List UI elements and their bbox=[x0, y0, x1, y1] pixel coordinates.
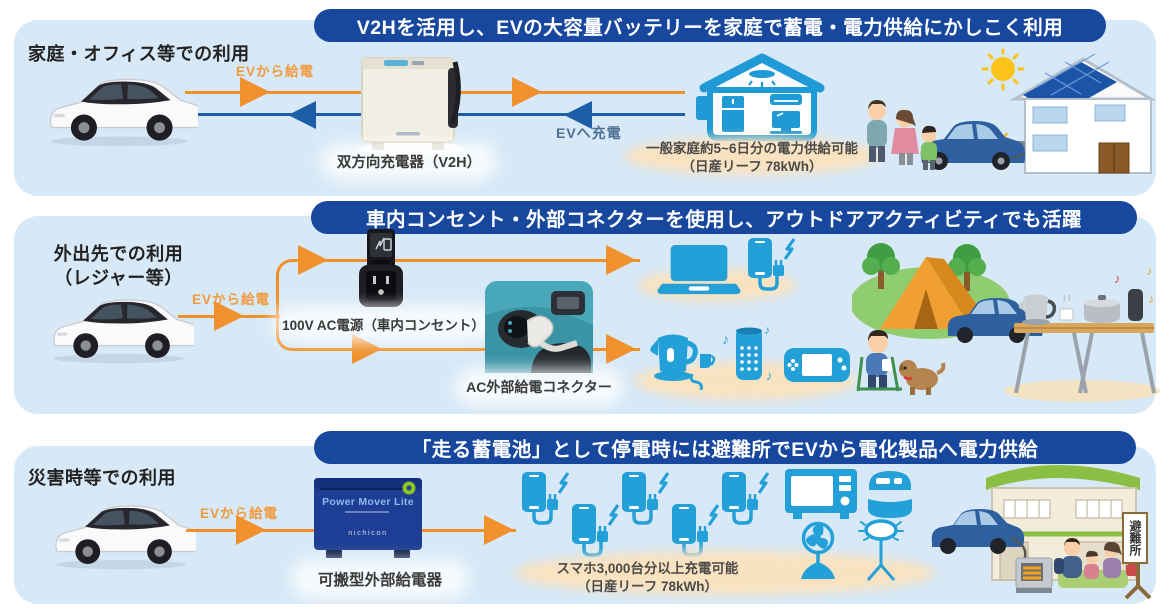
smartphone-charging-icon bbox=[748, 238, 796, 291]
caption-highlight bbox=[515, 551, 935, 595]
power-mover-icon bbox=[314, 478, 422, 558]
disaster-caption: スマホ3,000台分以上充電可能 （日産リーフ 78kWh） bbox=[530, 560, 765, 595]
power-mover-subline bbox=[345, 511, 389, 513]
solar-house-family-scene bbox=[867, 48, 1157, 174]
orange-arrow-icon bbox=[512, 77, 542, 107]
home-caption-line1: 一般家庭約5~6日分の電力供給可能 bbox=[646, 141, 858, 156]
shelter-scene bbox=[931, 465, 1152, 600]
caption-highlight bbox=[624, 137, 880, 175]
outdoor-title-line2: （レジャー等） bbox=[54, 268, 183, 289]
microwave-icon bbox=[785, 469, 857, 519]
orange-arrow-icon bbox=[214, 301, 244, 331]
ac-charge-port-icon bbox=[485, 281, 593, 373]
v2h-charger-icon bbox=[358, 57, 466, 156]
orange-arrow-icon bbox=[298, 245, 328, 275]
orange-arrow-icon bbox=[240, 77, 270, 107]
music-note-icon: ♪ bbox=[764, 323, 770, 337]
section-home-title: 家庭・オフィス等での利用 bbox=[28, 44, 250, 64]
outdoor-title-line1: 外出先での利用 bbox=[53, 244, 184, 264]
orange-arrow-icon bbox=[352, 334, 382, 364]
in-car-outlet-icon bbox=[359, 229, 403, 307]
power-mover-label: 可搬型外部給電器 bbox=[300, 568, 460, 590]
orange-arrow-icon bbox=[236, 515, 266, 545]
branch-split bbox=[276, 259, 302, 351]
section-outdoor-banner: 車内コンセント・外部コネクターを使用し、アウトドアアクティビティでも活躍 bbox=[311, 201, 1137, 234]
section-disaster-banner: 「走る蓄電池」として停電時には避難所でEVから電化製品へ電力供給 bbox=[314, 431, 1136, 464]
camping-scene: ♪ ♪ ♪ bbox=[852, 243, 1160, 402]
label-to-ev: EVへ充電 bbox=[556, 125, 622, 141]
home-caption-line2: （日産リーフ 78kWh） bbox=[681, 158, 823, 174]
ev-car-icon bbox=[49, 78, 198, 147]
power-mover-name: Power Mover Lite bbox=[322, 496, 414, 508]
section-disaster-title: 災害時等での利用 bbox=[28, 468, 176, 488]
outlet-label: 100V AC電源（車内コンセント） bbox=[281, 314, 486, 334]
section-home-banner: V2Hを活用し、EVの大容量バッテリーを家庭で蓄電・電力供給にかしこく利用 bbox=[314, 9, 1106, 42]
smart-speaker-icon: ♪ ♪ ♪ bbox=[722, 323, 773, 383]
stand-light-icon bbox=[858, 519, 904, 581]
home-appliances-house-icon bbox=[696, 53, 825, 141]
music-note-icon: ♪ bbox=[766, 368, 773, 383]
blue-arrow-icon bbox=[564, 101, 592, 129]
music-note-icon: ♪ bbox=[1146, 264, 1152, 278]
electric-kettle-icon bbox=[650, 334, 716, 390]
branch-top-line bbox=[298, 259, 640, 262]
home-caption: 一般家庭約5~6日分の電力供給可能 （日産リーフ 78kWh） bbox=[612, 140, 892, 175]
ev-car-icon bbox=[53, 299, 194, 364]
music-note-icon: ♪ bbox=[1148, 292, 1154, 306]
orange-arrow-icon bbox=[484, 515, 514, 545]
blue-arrow-icon bbox=[288, 101, 316, 129]
ev-car-icon bbox=[55, 505, 196, 570]
charger-label: 双方向充電器（V2H） bbox=[330, 151, 488, 172]
shelter-sign: 避難所 bbox=[1122, 512, 1148, 564]
section-outdoor-title: 外出先での利用 （レジャー等） bbox=[36, 242, 201, 291]
orange-arrow-icon bbox=[606, 334, 636, 364]
connector-label: AC外部給電コネクター bbox=[464, 377, 614, 397]
music-note-icon: ♪ bbox=[1114, 271, 1121, 286]
laptop-icon bbox=[657, 245, 741, 295]
orange-arrow-icon bbox=[606, 245, 636, 275]
music-note-icon: ♪ bbox=[722, 331, 729, 347]
power-mover-brand: nichicon bbox=[348, 528, 388, 537]
game-console-icon bbox=[784, 348, 850, 382]
electric-fan-icon bbox=[801, 521, 835, 579]
branch-bottom-line bbox=[298, 348, 640, 351]
disaster-caption-line1: スマホ3,000台分以上充電可能 bbox=[556, 561, 739, 576]
label-from-ev: EVから給電 bbox=[236, 64, 315, 79]
rice-cooker-icon bbox=[868, 471, 912, 518]
label-from-ev: EVから給電 bbox=[192, 292, 271, 307]
disaster-caption-line2: （日産リーフ 78kWh） bbox=[577, 578, 718, 594]
smartphone-chain-icon bbox=[520, 470, 770, 557]
